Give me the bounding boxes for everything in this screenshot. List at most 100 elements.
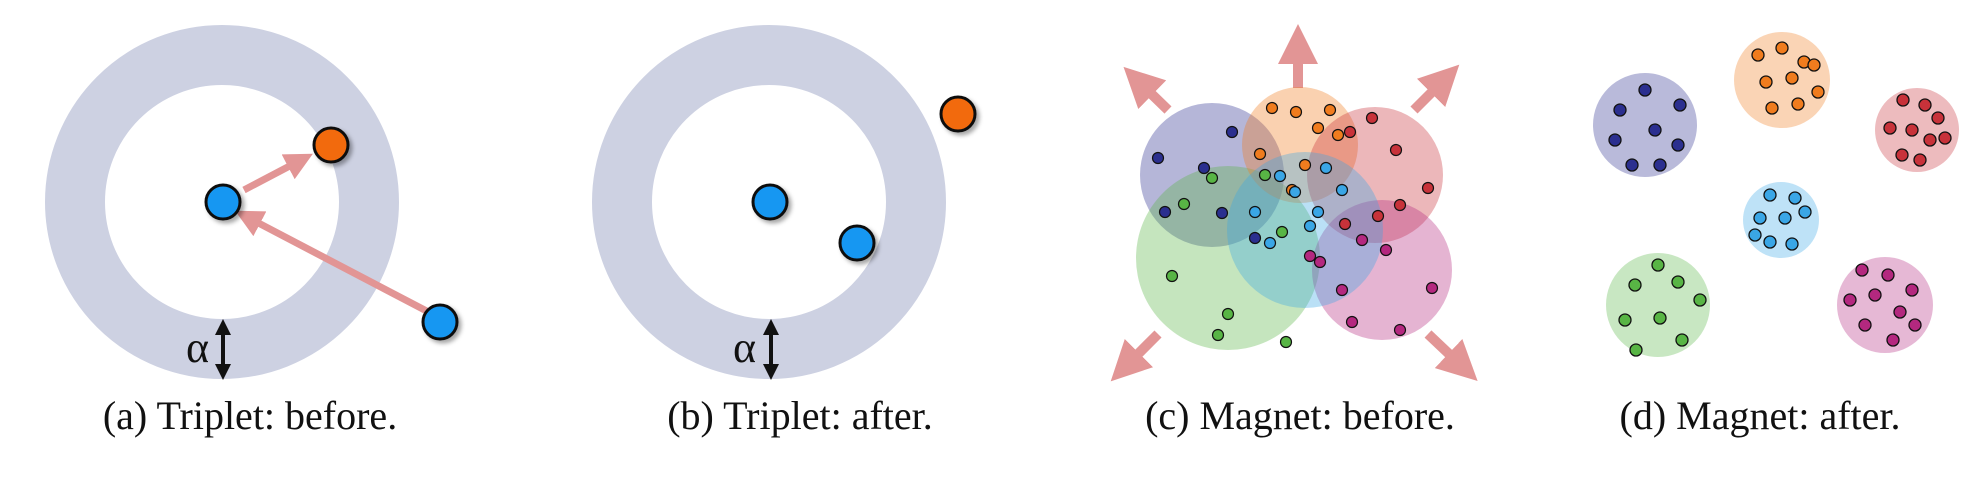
point-green	[1211, 328, 1225, 342]
point-red	[1913, 153, 1927, 167]
point-red	[1393, 198, 1407, 212]
cluster-green	[1606, 253, 1710, 357]
point-magenta	[1868, 288, 1882, 302]
point-red	[1883, 121, 1897, 135]
point-orange	[1253, 147, 1267, 161]
push-arrow	[242, 153, 313, 194]
arrow-down-left	[1110, 330, 1162, 382]
point-red	[1938, 131, 1952, 145]
point-green	[1618, 313, 1632, 327]
caption-b: (b) Triplet: after.	[667, 393, 933, 438]
point-orange	[1323, 103, 1337, 117]
point-cyan	[1303, 219, 1317, 233]
point-navy	[1673, 98, 1687, 112]
point-green	[1275, 225, 1289, 239]
point-cyan	[1753, 211, 1767, 225]
point-green	[1675, 333, 1689, 347]
point-green	[1628, 278, 1642, 292]
margin-symbol: α	[186, 323, 209, 372]
cluster-green	[1136, 166, 1320, 350]
point-navy	[1625, 158, 1639, 172]
point-magenta	[1908, 318, 1922, 332]
point-navy	[1638, 83, 1652, 97]
point-navy	[1151, 151, 1165, 165]
caption-a: (a) Triplet: before.	[102, 393, 398, 438]
point-orange	[1298, 158, 1312, 172]
point-navy	[1158, 205, 1172, 219]
point-cyan	[1248, 205, 1262, 219]
cluster-red	[1307, 107, 1443, 243]
point-cyan	[1288, 185, 1302, 199]
point-cyan	[1798, 205, 1812, 219]
point-orange	[1289, 105, 1303, 119]
point-red	[1343, 125, 1357, 139]
point-green	[1629, 343, 1643, 357]
caption-c: (c) Magnet: before.	[1145, 393, 1455, 438]
point-orange	[1331, 128, 1345, 142]
point-green	[1165, 269, 1179, 283]
panel-c-magnet-before	[1110, 24, 1478, 382]
point-orange	[1775, 41, 1789, 55]
cluster-group-after	[1593, 32, 1959, 357]
pull-arrow	[235, 210, 442, 322]
point-navy	[1671, 138, 1685, 152]
arrow-up-left	[1123, 66, 1172, 114]
point-magenta	[1425, 281, 1439, 295]
point-red	[1923, 133, 1937, 147]
point-orange	[1311, 121, 1325, 135]
point-cyan	[1763, 188, 1777, 202]
point-magenta	[1843, 293, 1857, 307]
arrow-up-right	[1410, 64, 1460, 114]
point-magenta	[1335, 283, 1349, 297]
point-cyan	[1263, 236, 1277, 250]
point-green	[1221, 307, 1235, 321]
point-cyan	[1311, 205, 1325, 219]
point-magenta	[1893, 305, 1907, 319]
caption-d: (d) Magnet: after.	[1619, 393, 1901, 438]
panel-d-magnet-after	[1593, 32, 1959, 357]
point-red	[1421, 181, 1435, 195]
point-navy	[1613, 103, 1627, 117]
point-magenta	[1855, 263, 1869, 277]
arrow-down-right	[1424, 330, 1478, 382]
cluster-magenta	[1312, 200, 1452, 340]
point-orange	[1751, 48, 1765, 62]
point-cyan	[1319, 161, 1333, 175]
point-green	[1671, 275, 1685, 289]
point-green	[1177, 197, 1191, 211]
point-green	[1693, 293, 1707, 307]
point-magenta	[1881, 268, 1895, 282]
anchor-point	[204, 183, 242, 221]
panel-b-triplet-after: α	[592, 25, 977, 380]
point-navy	[1225, 125, 1239, 139]
point-navy	[1197, 161, 1211, 175]
point-green	[1651, 258, 1665, 272]
anchor-point	[751, 183, 789, 221]
point-magenta	[1858, 318, 1872, 332]
point-magenta	[1393, 323, 1407, 337]
point-navy	[1648, 123, 1662, 137]
margin-symbol: α	[733, 323, 756, 372]
point-orange	[1765, 101, 1779, 115]
point-red	[1338, 217, 1352, 231]
point-magenta	[1355, 233, 1369, 247]
point-red	[1895, 148, 1909, 162]
point-green	[1205, 171, 1219, 185]
point-red	[1371, 209, 1385, 223]
point-red	[1918, 98, 1932, 112]
point-orange	[1265, 101, 1279, 115]
point-red	[1365, 111, 1379, 125]
point-magenta	[1905, 283, 1919, 297]
positive-point	[838, 224, 876, 262]
cluster-group-before	[1136, 87, 1452, 350]
point-cyan	[1273, 169, 1287, 183]
point-magenta	[1313, 255, 1327, 269]
point-navy	[1248, 231, 1262, 245]
point-cyan	[1778, 211, 1792, 225]
point-navy	[1608, 133, 1622, 147]
point-cyan	[1748, 228, 1762, 242]
point-magenta	[1345, 315, 1359, 329]
point-magenta	[1379, 243, 1393, 257]
point-orange	[1759, 75, 1773, 89]
point-cyan	[1335, 183, 1349, 197]
